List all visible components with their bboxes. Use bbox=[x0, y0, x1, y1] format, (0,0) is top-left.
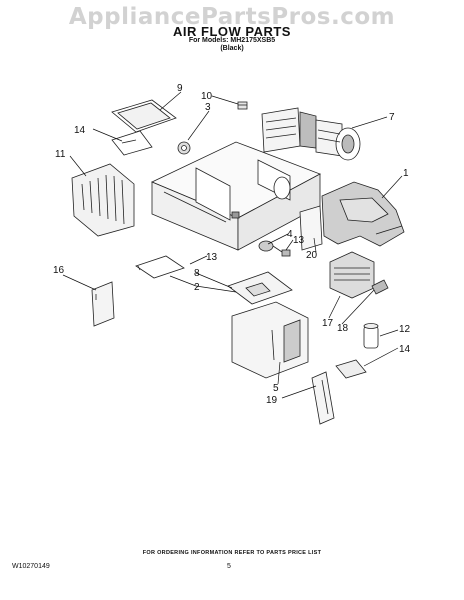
callout-7: 8 bbox=[194, 268, 200, 279]
document-number: W10270149 bbox=[12, 563, 50, 570]
callout-8: 9 bbox=[177, 83, 183, 94]
watermark: AppliancePartsPros.com bbox=[68, 4, 396, 30]
part-cover-7 bbox=[227, 271, 293, 305]
callout-13: 13 bbox=[206, 252, 218, 263]
callout-9: 10 bbox=[201, 91, 213, 102]
part-gear-3 bbox=[177, 141, 191, 155]
model-line: For Models: MH2175XSB5 bbox=[188, 37, 276, 44]
part-filter-8 bbox=[111, 99, 177, 133]
callout-11: 12 bbox=[399, 324, 411, 335]
callout-20: 20 bbox=[306, 250, 318, 261]
color-line: (Black) bbox=[220, 45, 244, 52]
callout-17: 17 bbox=[322, 318, 334, 329]
callout-18: 18 bbox=[337, 323, 349, 334]
part-connector-18 bbox=[371, 279, 389, 295]
callout-14: 14 bbox=[399, 344, 411, 355]
part-plate-15 bbox=[111, 130, 153, 156]
part-capacitor-11 bbox=[363, 323, 379, 349]
leader-lines bbox=[62, 91, 403, 399]
page-title: AIR FLOW PARTS bbox=[173, 24, 291, 39]
part-transformer-17 bbox=[329, 251, 375, 299]
part-bracket-16 bbox=[91, 281, 115, 327]
part-clip-9 bbox=[237, 101, 248, 110]
part-bracket-14 bbox=[335, 359, 367, 379]
part-duct-1 bbox=[321, 181, 405, 247]
part-pad-13 bbox=[135, 255, 185, 279]
page-number: 5 bbox=[227, 563, 231, 570]
callout-1: 1 bbox=[403, 168, 409, 179]
callout-10: 11 bbox=[55, 149, 66, 160]
part-fuse-4-12 bbox=[258, 240, 291, 257]
callout-19: 19 bbox=[266, 395, 278, 406]
part-panel-20 bbox=[299, 205, 323, 251]
part-blower-6 bbox=[261, 107, 361, 161]
part-panel-5 bbox=[231, 301, 309, 379]
callout-3: 3 bbox=[205, 102, 211, 113]
callout-2: 2 bbox=[194, 282, 200, 293]
callout-4: 4 bbox=[287, 229, 293, 240]
callout-6: 7 bbox=[389, 112, 395, 123]
part-chassis bbox=[151, 141, 321, 251]
ordering-note: FOR ORDERING INFORMATION REFER TO PARTS … bbox=[142, 550, 322, 556]
part-panel-19 bbox=[311, 371, 335, 425]
callout-16: 16 bbox=[53, 265, 65, 276]
part-grille-10 bbox=[71, 163, 135, 237]
callout-numbers: 9 10 3 14 11 7 1 4 13 13 20 8 2 16 17 18… bbox=[53, 83, 411, 406]
callout-15: 14 bbox=[74, 125, 86, 136]
callout-12: 13 bbox=[293, 235, 305, 246]
callout-5: 5 bbox=[273, 383, 279, 394]
